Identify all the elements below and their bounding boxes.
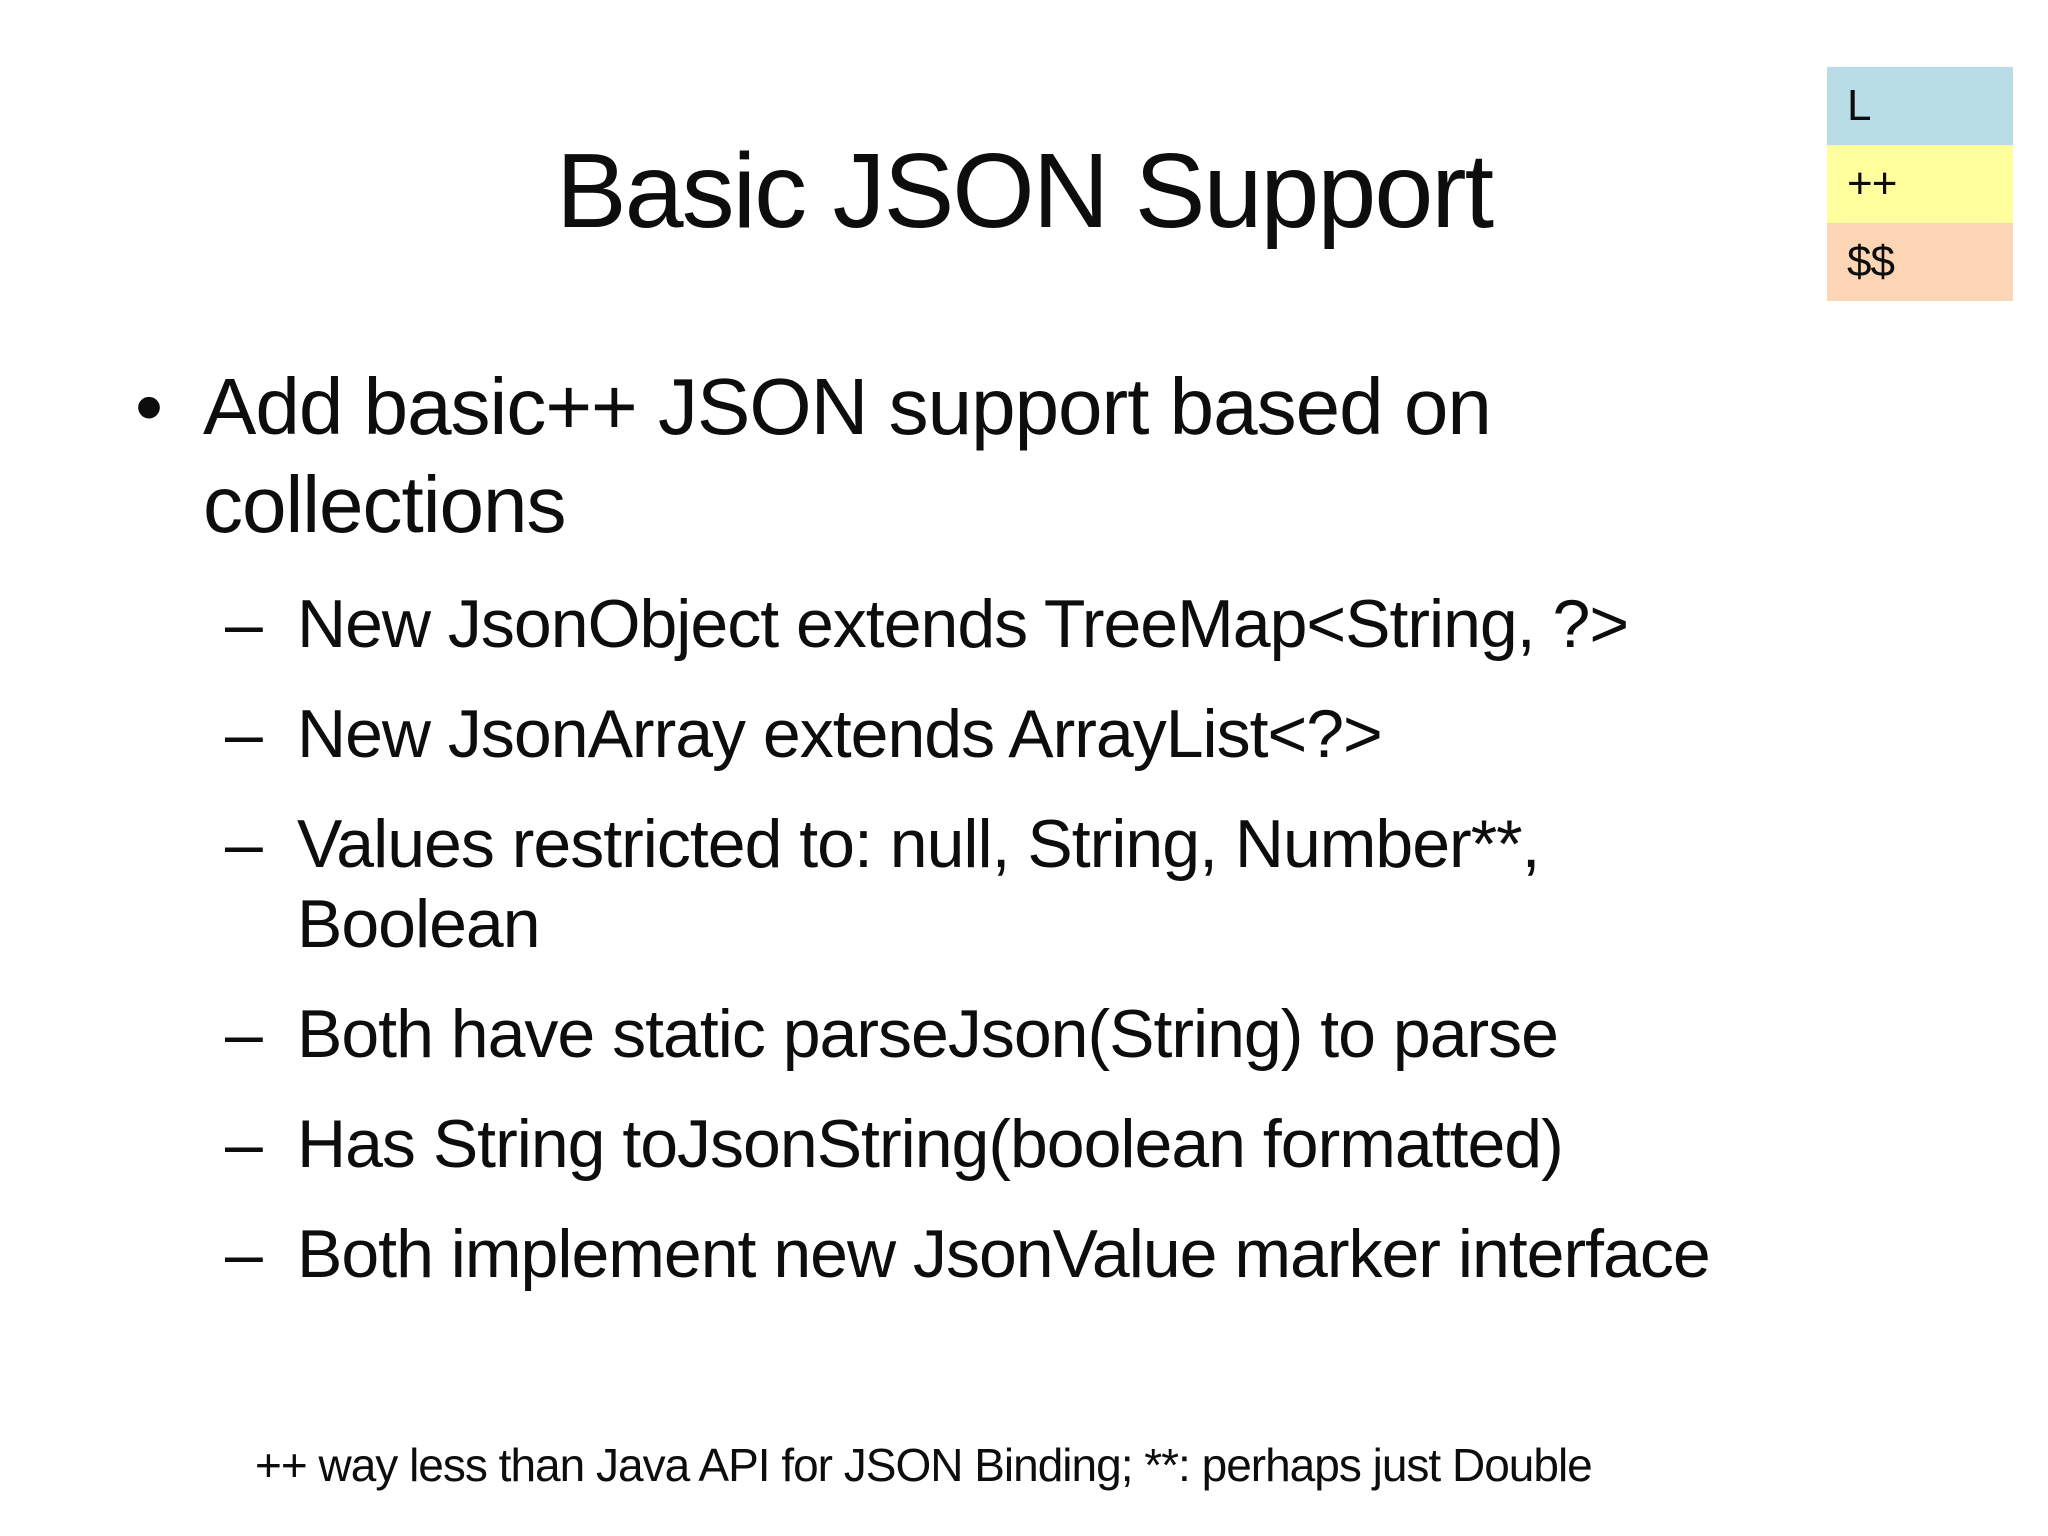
sub-bullet-item: – New JsonObject extends TreeMap<String,… xyxy=(225,584,1835,664)
dash-marker: – xyxy=(225,696,263,772)
sub-bullet-text: Both implement new JsonValue marker inte… xyxy=(297,1216,1711,1292)
sub-bullet-item: – Both implement new JsonValue marker in… xyxy=(225,1214,1835,1294)
dash-marker: – xyxy=(225,1106,263,1182)
dash-marker: – xyxy=(225,996,263,1072)
dash-marker: – xyxy=(225,806,263,882)
sub-bullet-item: – Values restricted to: null, String, Nu… xyxy=(225,804,1835,964)
dash-marker: – xyxy=(225,586,263,662)
bullet-dot-marker: • xyxy=(135,362,163,451)
sub-bullet-item: – New JsonArray extends ArrayList<?> xyxy=(225,694,1835,774)
footnote: ++ way less than Java API for JSON Bindi… xyxy=(255,1439,1593,1491)
bullet-item: • Add basic++ JSON support based on coll… xyxy=(135,358,1835,554)
legend-row-cost: $$ xyxy=(1827,223,2013,301)
sub-bullet-text: Values restricted to: null, String, Numb… xyxy=(297,806,1541,962)
legend-label-library: ++ xyxy=(1847,159,1897,208)
legend-row-language: L xyxy=(1827,67,2013,145)
legend-row-library: ++ xyxy=(1827,145,2013,223)
sub-bullet-text: New JsonObject extends TreeMap<String, ?… xyxy=(297,586,1629,662)
sub-bullet-item: – Has String toJsonString(boolean format… xyxy=(225,1104,1835,1184)
sub-bullet-text: Both have static parseJson(String) to pa… xyxy=(297,996,1559,1072)
sub-bullet-item: – Both have static parseJson(String) to … xyxy=(225,994,1835,1074)
legend-label-language: L xyxy=(1847,81,1872,130)
bullet-text: Add basic++ JSON support based on collec… xyxy=(203,362,1492,549)
sub-bullet-text: New JsonArray extends ArrayList<?> xyxy=(297,696,1383,772)
slide-title: Basic JSON Support xyxy=(555,132,1494,250)
bullet-list: • Add basic++ JSON support based on coll… xyxy=(135,358,1835,1294)
sub-bullet-text: Has String toJsonString(boolean formatte… xyxy=(297,1106,1564,1182)
legend-box: L ++ $$ xyxy=(1827,67,2013,301)
dash-marker: – xyxy=(225,1216,263,1292)
legend-label-cost: $$ xyxy=(1847,237,1895,286)
